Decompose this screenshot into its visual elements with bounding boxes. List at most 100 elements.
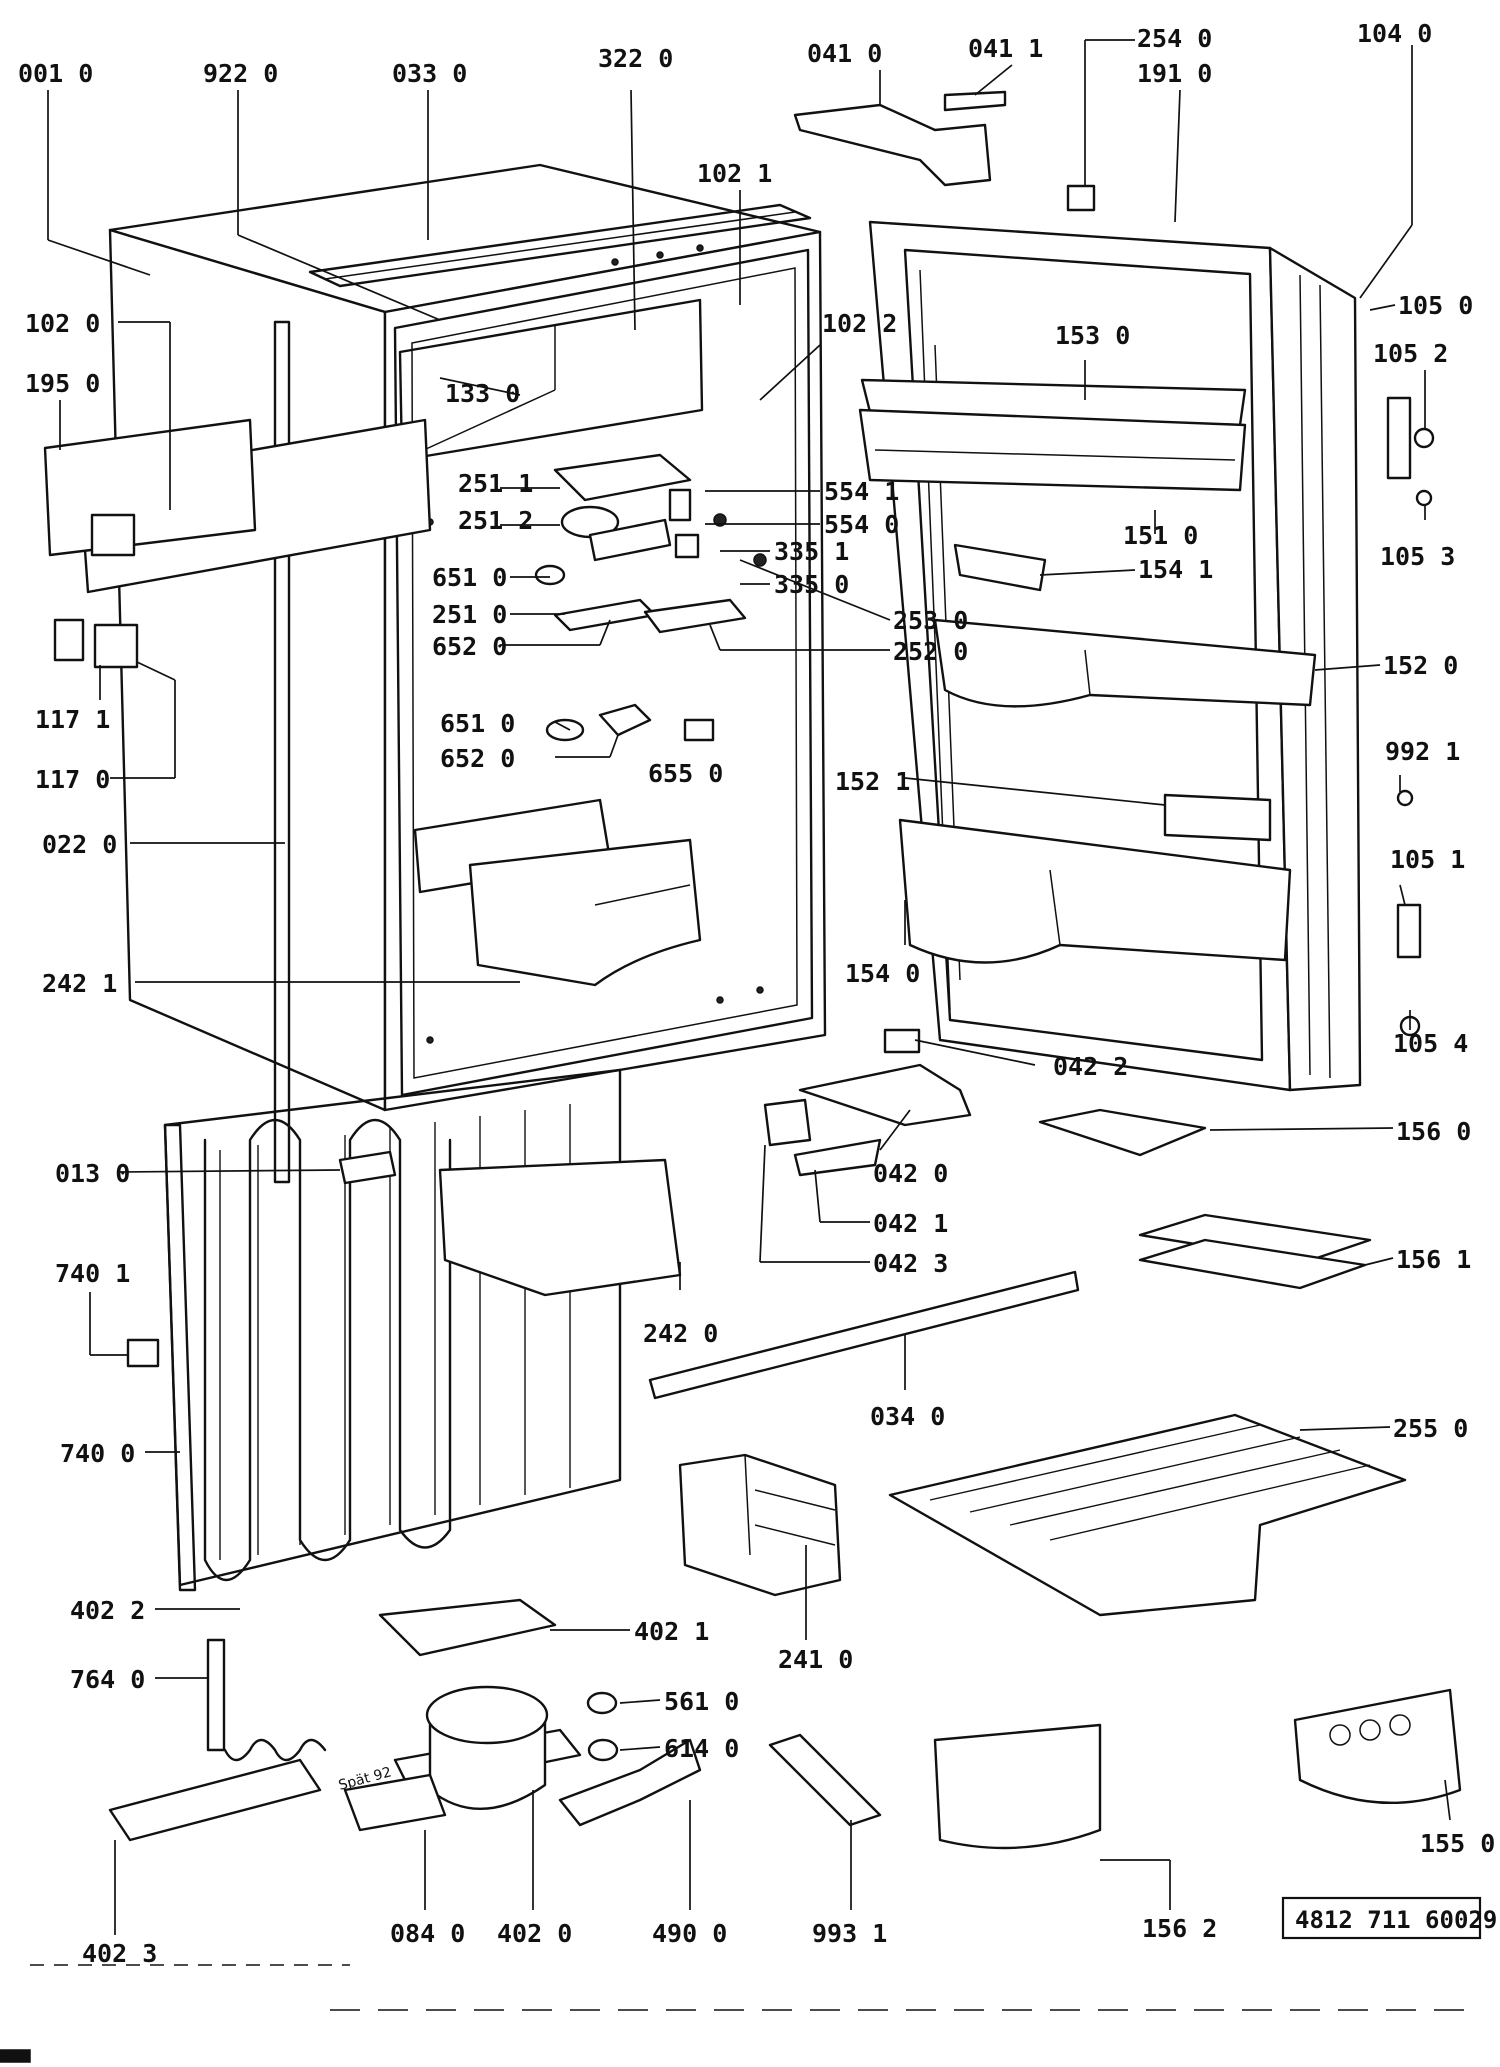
grommet	[586, 1691, 618, 1715]
hinge-top	[793, 90, 1007, 187]
clip-740-1	[126, 1338, 160, 1368]
label-034-0: 034 0	[870, 1402, 945, 1431]
label-022-0: 022 0	[42, 830, 117, 859]
hinge-cap	[1066, 184, 1096, 212]
label-154-0: 154 0	[845, 959, 920, 988]
label-102-1: 102 1	[697, 159, 772, 188]
dryer	[206, 1638, 226, 1752]
document-number: 4812 711 60029	[1295, 1906, 1497, 1934]
label-922-0: 922 0	[203, 59, 278, 88]
light-cover	[43, 418, 432, 594]
wire-basket	[678, 1453, 842, 1597]
bracket-154-1	[953, 543, 1047, 592]
tray-156-0	[1038, 1108, 1207, 1157]
label-042-1: 042 1	[873, 1209, 948, 1238]
part-labels: 001 0 922 0 033 0 322 0 041 0 041 1 254 …	[18, 19, 1495, 1968]
compressor	[378, 1598, 582, 1810]
label-042-0: 042 0	[873, 1159, 948, 1188]
capillary-coil	[223, 1738, 327, 1762]
label-154-1: 154 1	[1138, 555, 1213, 584]
label-764-0: 764 0	[70, 1665, 145, 1694]
label-651-0: 651 0	[432, 563, 507, 592]
label-490-0: 490 0	[652, 1919, 727, 1948]
label-255-0: 255 0	[1393, 1414, 1468, 1443]
label-335-1: 335 1	[774, 537, 849, 566]
label-554-0: 554 0	[824, 510, 899, 539]
freezer-drawer-lower	[438, 1158, 682, 1297]
label-740-0: 740 0	[60, 1439, 135, 1468]
label-041-1: 041 1	[968, 34, 1043, 63]
label-102-2: 102 2	[822, 309, 897, 338]
label-191-0: 191 0	[1137, 59, 1212, 88]
scan-marks	[0, 1964, 1480, 2063]
label-152-1: 152 1	[835, 767, 910, 796]
door-hardware	[1386, 396, 1435, 1037]
label-254-0: 254 0	[1137, 24, 1212, 53]
label-614-0: 614 0	[664, 1734, 739, 1763]
label-152-0: 152 0	[1383, 651, 1458, 680]
label-104-0: 104 0	[1357, 19, 1432, 48]
label-084-0: 084 0	[390, 1919, 465, 1948]
label-242-1: 242 1	[42, 969, 117, 998]
label-156-1: 156 1	[1396, 1245, 1471, 1274]
strip-034	[648, 1270, 1080, 1400]
scraper	[768, 1733, 882, 1827]
label-105-4: 105 4	[1393, 1029, 1468, 1058]
label-042-2: 042 2	[1053, 1052, 1128, 1081]
leader-lines	[47, 39, 1451, 1935]
label-102-0: 102 0	[25, 309, 100, 338]
butter-bin	[1163, 793, 1272, 842]
freezer-drawer-upper	[413, 798, 702, 987]
label-105-2: 105 2	[1373, 339, 1448, 368]
label-133-0: 133 0	[445, 379, 520, 408]
label-655-0: 655 0	[648, 759, 723, 788]
label-993-1: 993 1	[812, 1919, 887, 1948]
label-402-3: 402 3	[82, 1939, 157, 1968]
label-402-1: 402 1	[634, 1617, 709, 1646]
label-251-2: 251 2	[458, 506, 533, 535]
label-195-0: 195 0	[25, 369, 100, 398]
label-242-0: 242 0	[643, 1319, 718, 1348]
label-402-2: 402 2	[70, 1596, 145, 1625]
label-652-0-b: 652 0	[440, 744, 515, 773]
label-740-1: 740 1	[55, 1259, 130, 1288]
ice-tray	[1138, 1213, 1372, 1290]
foot-084	[343, 1773, 447, 1832]
door-balcony-upper	[933, 618, 1317, 708]
label-042-3: 042 3	[873, 1249, 948, 1278]
label-156-2: 156 2	[1142, 1914, 1217, 1943]
label-253-0: 253 0	[893, 606, 968, 635]
bracket-013	[338, 1150, 397, 1185]
label-402-0: 402 0	[497, 1919, 572, 1948]
label-156-0: 156 0	[1396, 1117, 1471, 1146]
label-105-3: 105 3	[1380, 542, 1455, 571]
condenser-grille	[163, 1068, 622, 1592]
label-992-1: 992 1	[1385, 737, 1460, 766]
label-001-0: 001 0	[18, 59, 93, 88]
label-561-0: 561 0	[664, 1687, 739, 1716]
label-105-1: 105 1	[1390, 845, 1465, 874]
label-155-0: 155 0	[1420, 1829, 1495, 1858]
thermostat-group	[534, 453, 767, 742]
switch-117-1	[53, 618, 85, 662]
label-151-0: 151 0	[1123, 521, 1198, 550]
document-number-box: 4812 711 60029	[1281, 1896, 1497, 1940]
label-335-0: 335 0	[774, 570, 849, 599]
label-554-1: 554 1	[824, 477, 899, 506]
door-balcony-lower	[898, 818, 1292, 964]
label-013-0: 013 0	[55, 1159, 130, 1188]
mount-plate	[108, 1758, 322, 1842]
label-117-0: 117 0	[35, 765, 110, 794]
door-shelf-top	[858, 378, 1247, 492]
label-241-0: 241 0	[778, 1645, 853, 1674]
cabinet	[108, 163, 827, 1184]
label-252-0: 252 0	[893, 637, 968, 666]
power-cord	[558, 1738, 702, 1827]
label-105-0: 105 0	[1398, 291, 1473, 320]
hinge-lower-parts	[763, 1028, 972, 1177]
label-652-0: 652 0	[432, 632, 507, 661]
switch-117-0	[93, 623, 139, 669]
label-041-0: 041 0	[807, 39, 882, 68]
label-322-0: 322 0	[598, 44, 673, 73]
